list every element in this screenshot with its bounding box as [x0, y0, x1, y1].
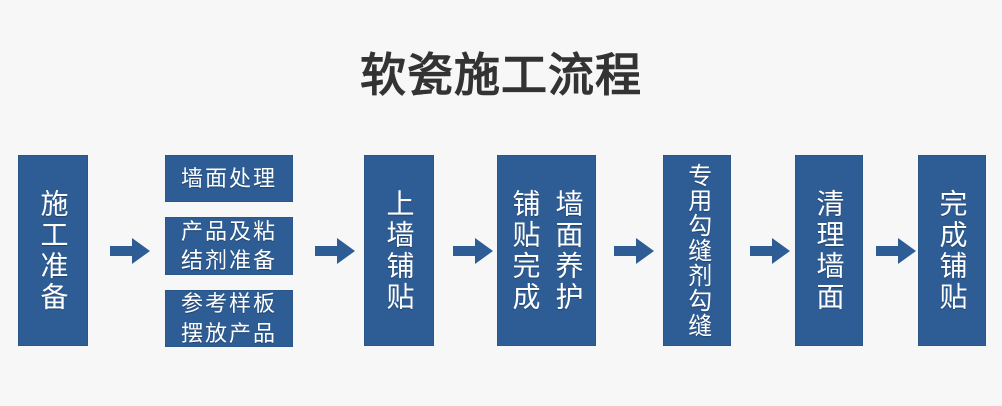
stage-box-shangqiang-putie[interactable]: 上墙铺贴 [364, 155, 434, 346]
stage-label-cankao-yangban-baifang: 参考样板 摆放产品 [181, 289, 277, 347]
stage-box-cankao-yangban-baifang[interactable]: 参考样板 摆放产品 [165, 290, 293, 347]
line-2: 摆放产品 [180, 320, 277, 346]
stage-label-shigong-zhunbei: 施工准备 [37, 188, 69, 313]
right-arrow-icon-1 [110, 238, 150, 264]
right-arrow-icon-4 [614, 238, 654, 264]
stage-box-wancheng-putie[interactable]: 完成铺贴 [918, 155, 986, 346]
right-arrow-icon-5 [750, 238, 790, 264]
page-title: 软瓷施工流程 [360, 49, 642, 101]
right-arrow-icon-6 [876, 238, 916, 264]
stage-box-shigong-zhunbei[interactable]: 施工准备 [18, 155, 88, 346]
stage-label-zhuanyong-goufengji-goufeng: 专用勾缝剂勾缝 [683, 163, 711, 338]
stage-label-chanpin-zhanjieji-zhunbei: 产品及粘 结剂准备 [181, 217, 277, 275]
stage-label-putie-wancheng: 铺贴完成 [509, 188, 541, 313]
right-arrow-icon-3 [453, 238, 493, 264]
stage-box-qiangmian-chuli[interactable]: 墙面处理 [165, 155, 293, 202]
stage-label-shangqiang-putie: 上墙铺贴 [383, 188, 415, 313]
stage-box-putie-wancheng-qiangmian-yanghu[interactable]: 墙面养护 铺贴完成 [497, 155, 596, 346]
line-2: 结剂准备 [180, 248, 277, 273]
stage-label-wancheng-putie: 完成铺贴 [936, 188, 968, 313]
stage-box-qingli-qiangmian[interactable]: 清理墙面 [795, 155, 863, 346]
stage-label-qingli-qiangmian: 清理墙面 [813, 188, 845, 313]
right-arrow-icon-2 [315, 238, 355, 264]
stage-box-chanpin-zhanjieji-zhunbei[interactable]: 产品及粘 结剂准备 [165, 217, 293, 275]
line-1: 参考样板 [180, 291, 277, 317]
process-flow: 施工准备 墙面处理 产品及粘 结剂准备 参考样板 摆放产品 [0, 150, 1002, 356]
line-1: 产品及粘 [180, 218, 277, 244]
stage-label-qiangmian-chuli: 墙面处理 [180, 165, 277, 191]
stage-box-zhuanyong-goufengji-goufeng[interactable]: 专用勾缝剂勾缝 [663, 155, 731, 346]
stage-label-qiangmian-yanghu: 墙面养护 [552, 188, 584, 313]
